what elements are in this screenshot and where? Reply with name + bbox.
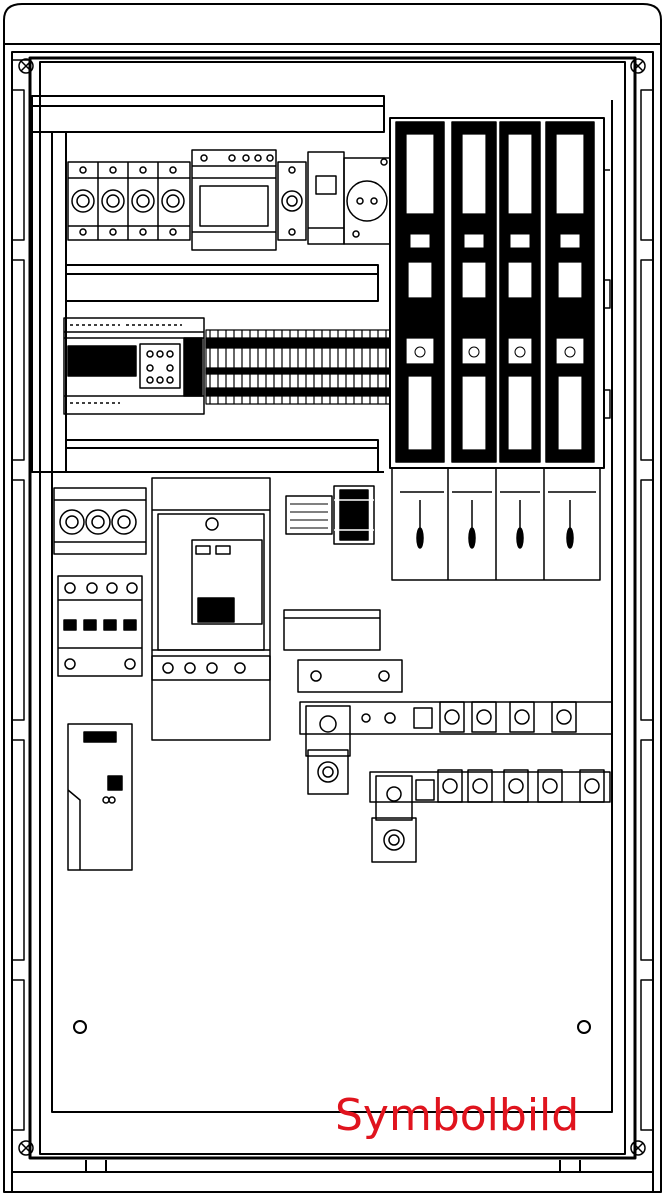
power-supply-unit	[67, 723, 133, 871]
watermark-label: Symbolbild	[335, 1090, 580, 1141]
programmable-relay	[63, 317, 205, 415]
surge-protection-device	[57, 575, 143, 677]
screw-icon	[18, 58, 34, 74]
cable-duct	[283, 609, 381, 651]
screw-icon	[630, 1140, 646, 1156]
service-socket	[307, 151, 391, 245]
nh-fuse-switch-disconnectors	[389, 117, 611, 581]
auxiliary-breaker	[277, 161, 307, 241]
mounting-hole-icon	[577, 1020, 591, 1034]
miniature-circuit-breakers	[67, 161, 191, 241]
mounting-hole-icon	[73, 1020, 87, 1034]
main-switch	[53, 487, 147, 555]
corner-screw-icons	[18, 58, 646, 1156]
pe-busbar	[297, 659, 613, 795]
n-busbar	[369, 769, 611, 863]
screw-icon	[630, 58, 646, 74]
contactor	[191, 149, 277, 251]
mounting-plate	[51, 100, 613, 1113]
terminal-strip	[205, 329, 391, 405]
relay-module	[285, 485, 375, 545]
enclosure	[3, 3, 662, 1193]
energy-meter	[151, 477, 271, 741]
din-rail-frame	[31, 95, 385, 473]
screw-icon	[18, 1140, 34, 1156]
